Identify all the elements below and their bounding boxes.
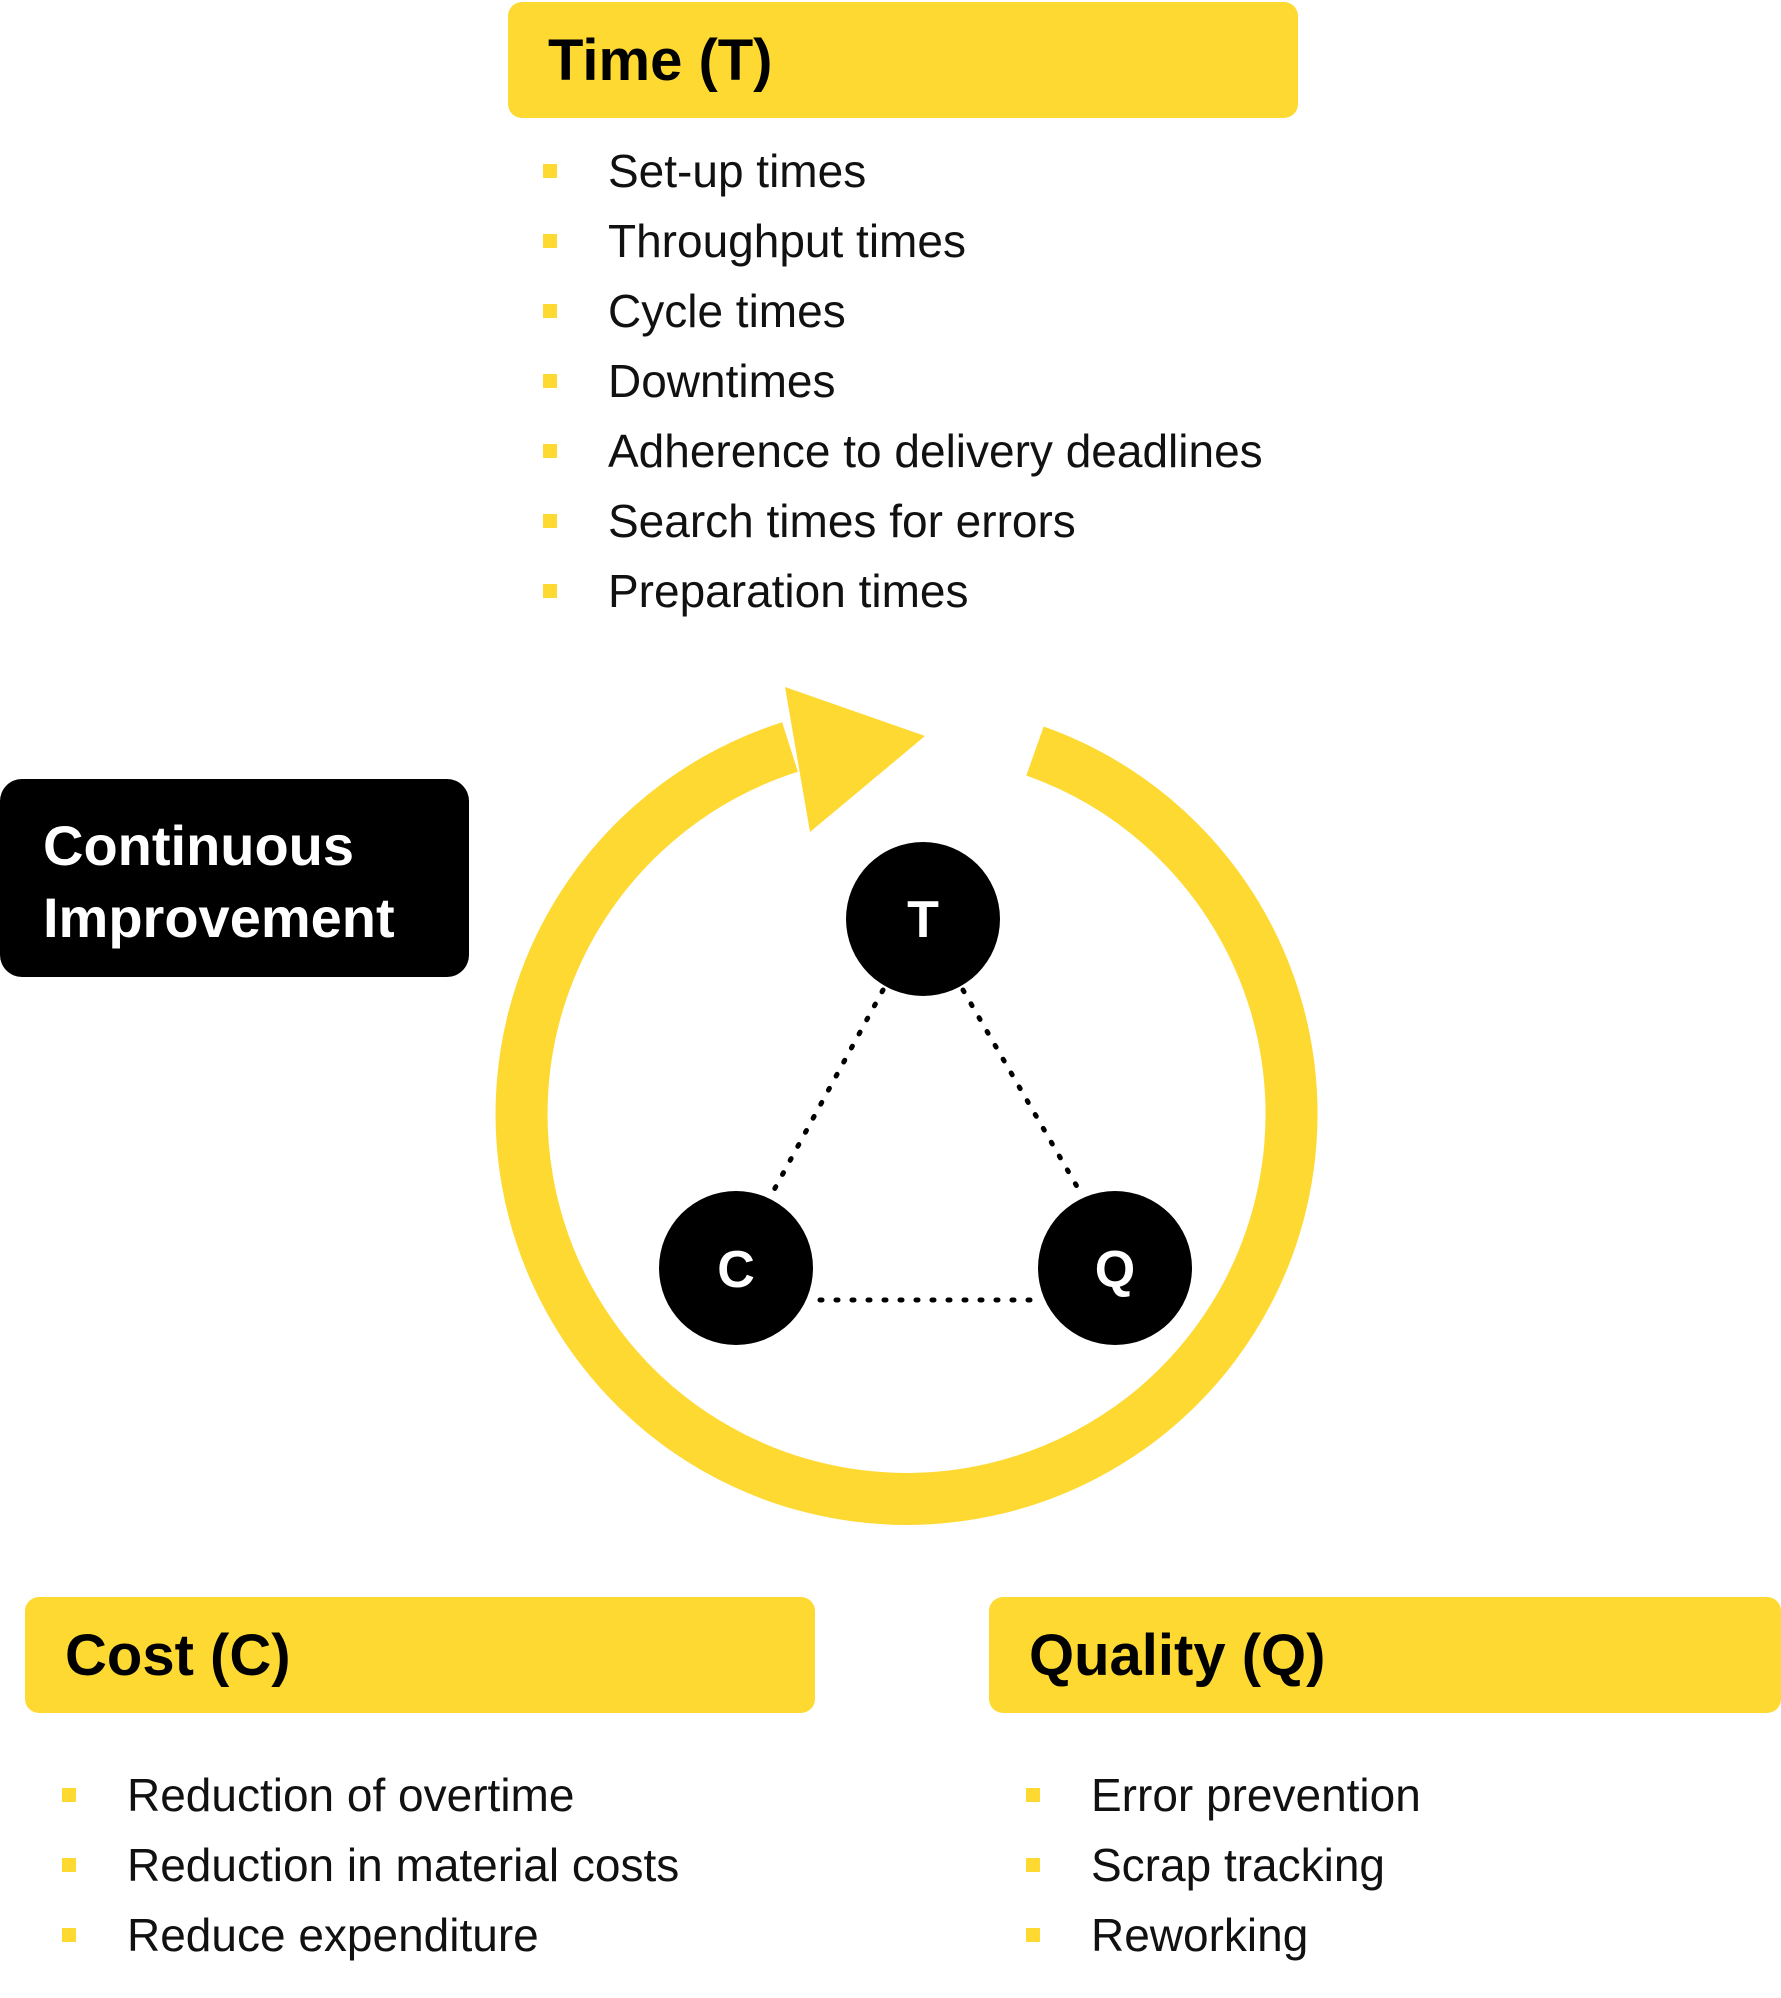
list-item-text: Error prevention (1091, 1769, 1421, 1821)
link-t-q (960, 987, 1082, 1193)
list-item-text: Downtimes (608, 355, 836, 407)
quality-title: Quality (Q) (1029, 1622, 1326, 1688)
list-item-text: Preparation times (608, 565, 969, 617)
node-c-label: C (717, 1241, 755, 1299)
cost-header: Cost (C) (25, 1597, 815, 1713)
list-item: Throughput times (543, 206, 1263, 276)
cycle-arrowhead-icon (785, 687, 925, 832)
quality-list: Error prevention Scrap tracking Reworkin… (1026, 1760, 1421, 1970)
node-t: T (846, 842, 1000, 996)
list-item-text: Reduction in material costs (127, 1839, 680, 1891)
node-t-label: T (907, 891, 939, 949)
bullet-icon (543, 514, 557, 528)
list-item-text: Cycle times (608, 285, 846, 337)
node-q-label: Q (1095, 1241, 1135, 1299)
list-item: Reduction in material costs (62, 1830, 679, 1900)
list-item-text: Scrap tracking (1091, 1839, 1386, 1891)
list-item: Preparation times (543, 556, 1263, 626)
bullet-icon (1026, 1928, 1040, 1942)
bullet-icon (543, 584, 557, 598)
time-list: Set-up times Throughput times Cycle time… (543, 136, 1263, 626)
list-item: Cycle times (543, 276, 1263, 346)
list-item: Reduce expenditure (62, 1900, 679, 1970)
bullet-icon (543, 304, 557, 318)
bullet-icon (62, 1788, 76, 1802)
bullet-icon (543, 234, 557, 248)
list-item: Reworking (1026, 1900, 1421, 1970)
list-item-text: Reduction of overtime (127, 1769, 575, 1821)
bullet-icon (62, 1928, 76, 1942)
list-item: Adherence to delivery deadlines (543, 416, 1263, 486)
list-item-text: Search times for errors (608, 495, 1076, 547)
link-t-c (771, 987, 886, 1193)
list-item: Set-up times (543, 136, 1263, 206)
quality-header: Quality (Q) (989, 1597, 1781, 1713)
list-item: Error prevention (1026, 1760, 1421, 1830)
cycle-ring (495, 722, 1318, 1525)
list-item-text: Reduce expenditure (127, 1909, 539, 1961)
continuous-improvement-label: Continuous Improvement (0, 779, 469, 977)
list-item: Scrap tracking (1026, 1830, 1421, 1900)
list-item-text: Reworking (1091, 1909, 1309, 1961)
list-item: Downtimes (543, 346, 1263, 416)
node-q: Q (1038, 1191, 1192, 1345)
ci-line-2: Improvement (43, 886, 395, 949)
bullet-icon (62, 1858, 76, 1872)
bullet-icon (543, 444, 557, 458)
list-item: Reduction of overtime (62, 1760, 679, 1830)
time-header: Time (T) (508, 2, 1298, 118)
bullet-icon (1026, 1858, 1040, 1872)
bullet-icon (543, 164, 557, 178)
list-item-text: Set-up times (608, 145, 867, 197)
node-c: C (659, 1191, 813, 1345)
list-item-text: Throughput times (608, 215, 966, 267)
ci-line-1: Continuous (43, 814, 355, 877)
cost-title: Cost (C) (65, 1622, 291, 1688)
bullet-icon (1026, 1788, 1040, 1802)
list-item-text: Adherence to delivery deadlines (608, 425, 1263, 477)
time-title: Time (T) (548, 27, 773, 93)
bullet-icon (543, 374, 557, 388)
cost-list: Reduction of overtime Reduction in mater… (62, 1760, 679, 1970)
list-item: Search times for errors (543, 486, 1263, 556)
